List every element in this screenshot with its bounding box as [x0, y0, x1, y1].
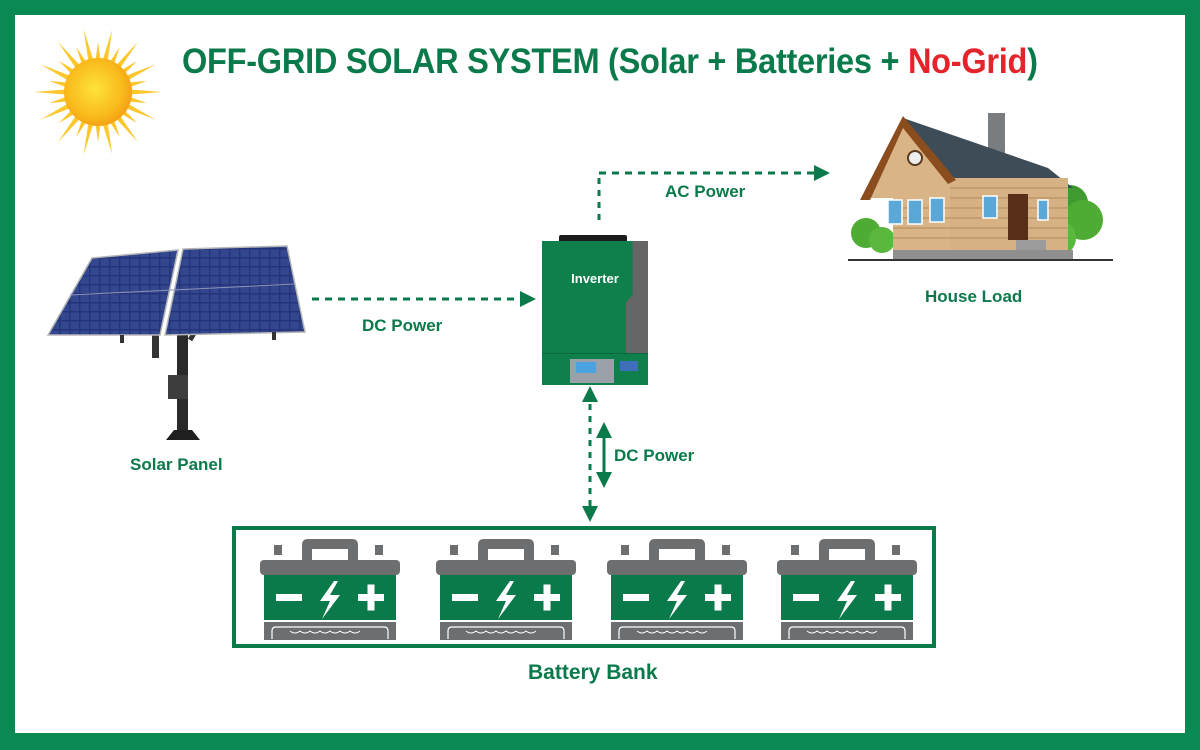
lightning-icon — [667, 581, 687, 619]
sun-ray — [123, 64, 156, 82]
inverter-icon: Inverter — [542, 235, 648, 385]
sun-ray — [40, 64, 73, 82]
sun-ray — [83, 29, 94, 64]
lightning-icon — [320, 581, 340, 619]
title-highlight: No-Grid — [907, 42, 1028, 81]
sun-ray — [114, 41, 138, 71]
arrow-head-inverter-up — [582, 386, 598, 402]
sun-ray — [102, 29, 113, 64]
plus-icon-v — [543, 584, 551, 611]
page-title: OFF-GRID SOLAR SYSTEM (Solar + Batteries… — [182, 42, 1038, 82]
inverter-label: Inverter — [571, 271, 619, 286]
sun-ray — [126, 80, 147, 88]
battery-icon — [260, 535, 400, 640]
battery-icon — [607, 535, 747, 640]
sun-ray — [95, 42, 101, 63]
solar-panel-label: Solar Panel — [130, 455, 223, 474]
battery-bank — [232, 526, 936, 648]
solar-panel-icon — [46, 245, 306, 440]
sun-ray — [126, 96, 147, 104]
double-arrow-down — [596, 472, 612, 488]
arrow-head-inverter — [520, 291, 536, 307]
sun-ray — [83, 120, 94, 155]
battery-bank-label: Battery Bank — [528, 661, 658, 684]
arrow-head-house — [814, 165, 830, 181]
house-load-label: House Load — [925, 287, 1023, 306]
battery-icon — [777, 535, 917, 640]
sun-ray — [40, 102, 73, 120]
plus-icon-v — [367, 584, 375, 611]
plus-icon-v — [714, 584, 722, 611]
sun-ray — [49, 96, 70, 104]
sun-ray — [127, 89, 162, 95]
sun-ray — [95, 121, 101, 142]
minus-icon — [452, 594, 478, 601]
double-arrow-up — [596, 422, 612, 438]
sun-ray — [123, 102, 156, 120]
sun-ray — [34, 89, 69, 95]
title-main: OFF-GRID SOLAR SYSTEM (Solar + Batteries… — [182, 42, 908, 81]
title-suffix: ) — [1027, 42, 1038, 81]
sun-ray — [114, 113, 138, 143]
arrow-head-battery — [582, 506, 598, 522]
dc-power-label-battery: DC Power — [614, 446, 695, 465]
sun-ray — [58, 41, 82, 71]
battery-icon — [436, 535, 576, 640]
dc-power-label-solar: DC Power — [362, 316, 443, 335]
minus-icon — [793, 594, 819, 601]
minus-icon — [276, 594, 302, 601]
lightning-icon — [837, 581, 857, 619]
sun-ray — [49, 80, 70, 88]
sun-icon — [34, 29, 162, 155]
lightning-icon — [496, 581, 516, 619]
sun-ray — [58, 113, 82, 143]
house-icon — [848, 113, 1113, 261]
plus-icon-v — [884, 584, 892, 611]
ac-power-label: AC Power — [665, 182, 746, 201]
minus-icon — [623, 594, 649, 601]
sun-ray — [102, 120, 113, 155]
